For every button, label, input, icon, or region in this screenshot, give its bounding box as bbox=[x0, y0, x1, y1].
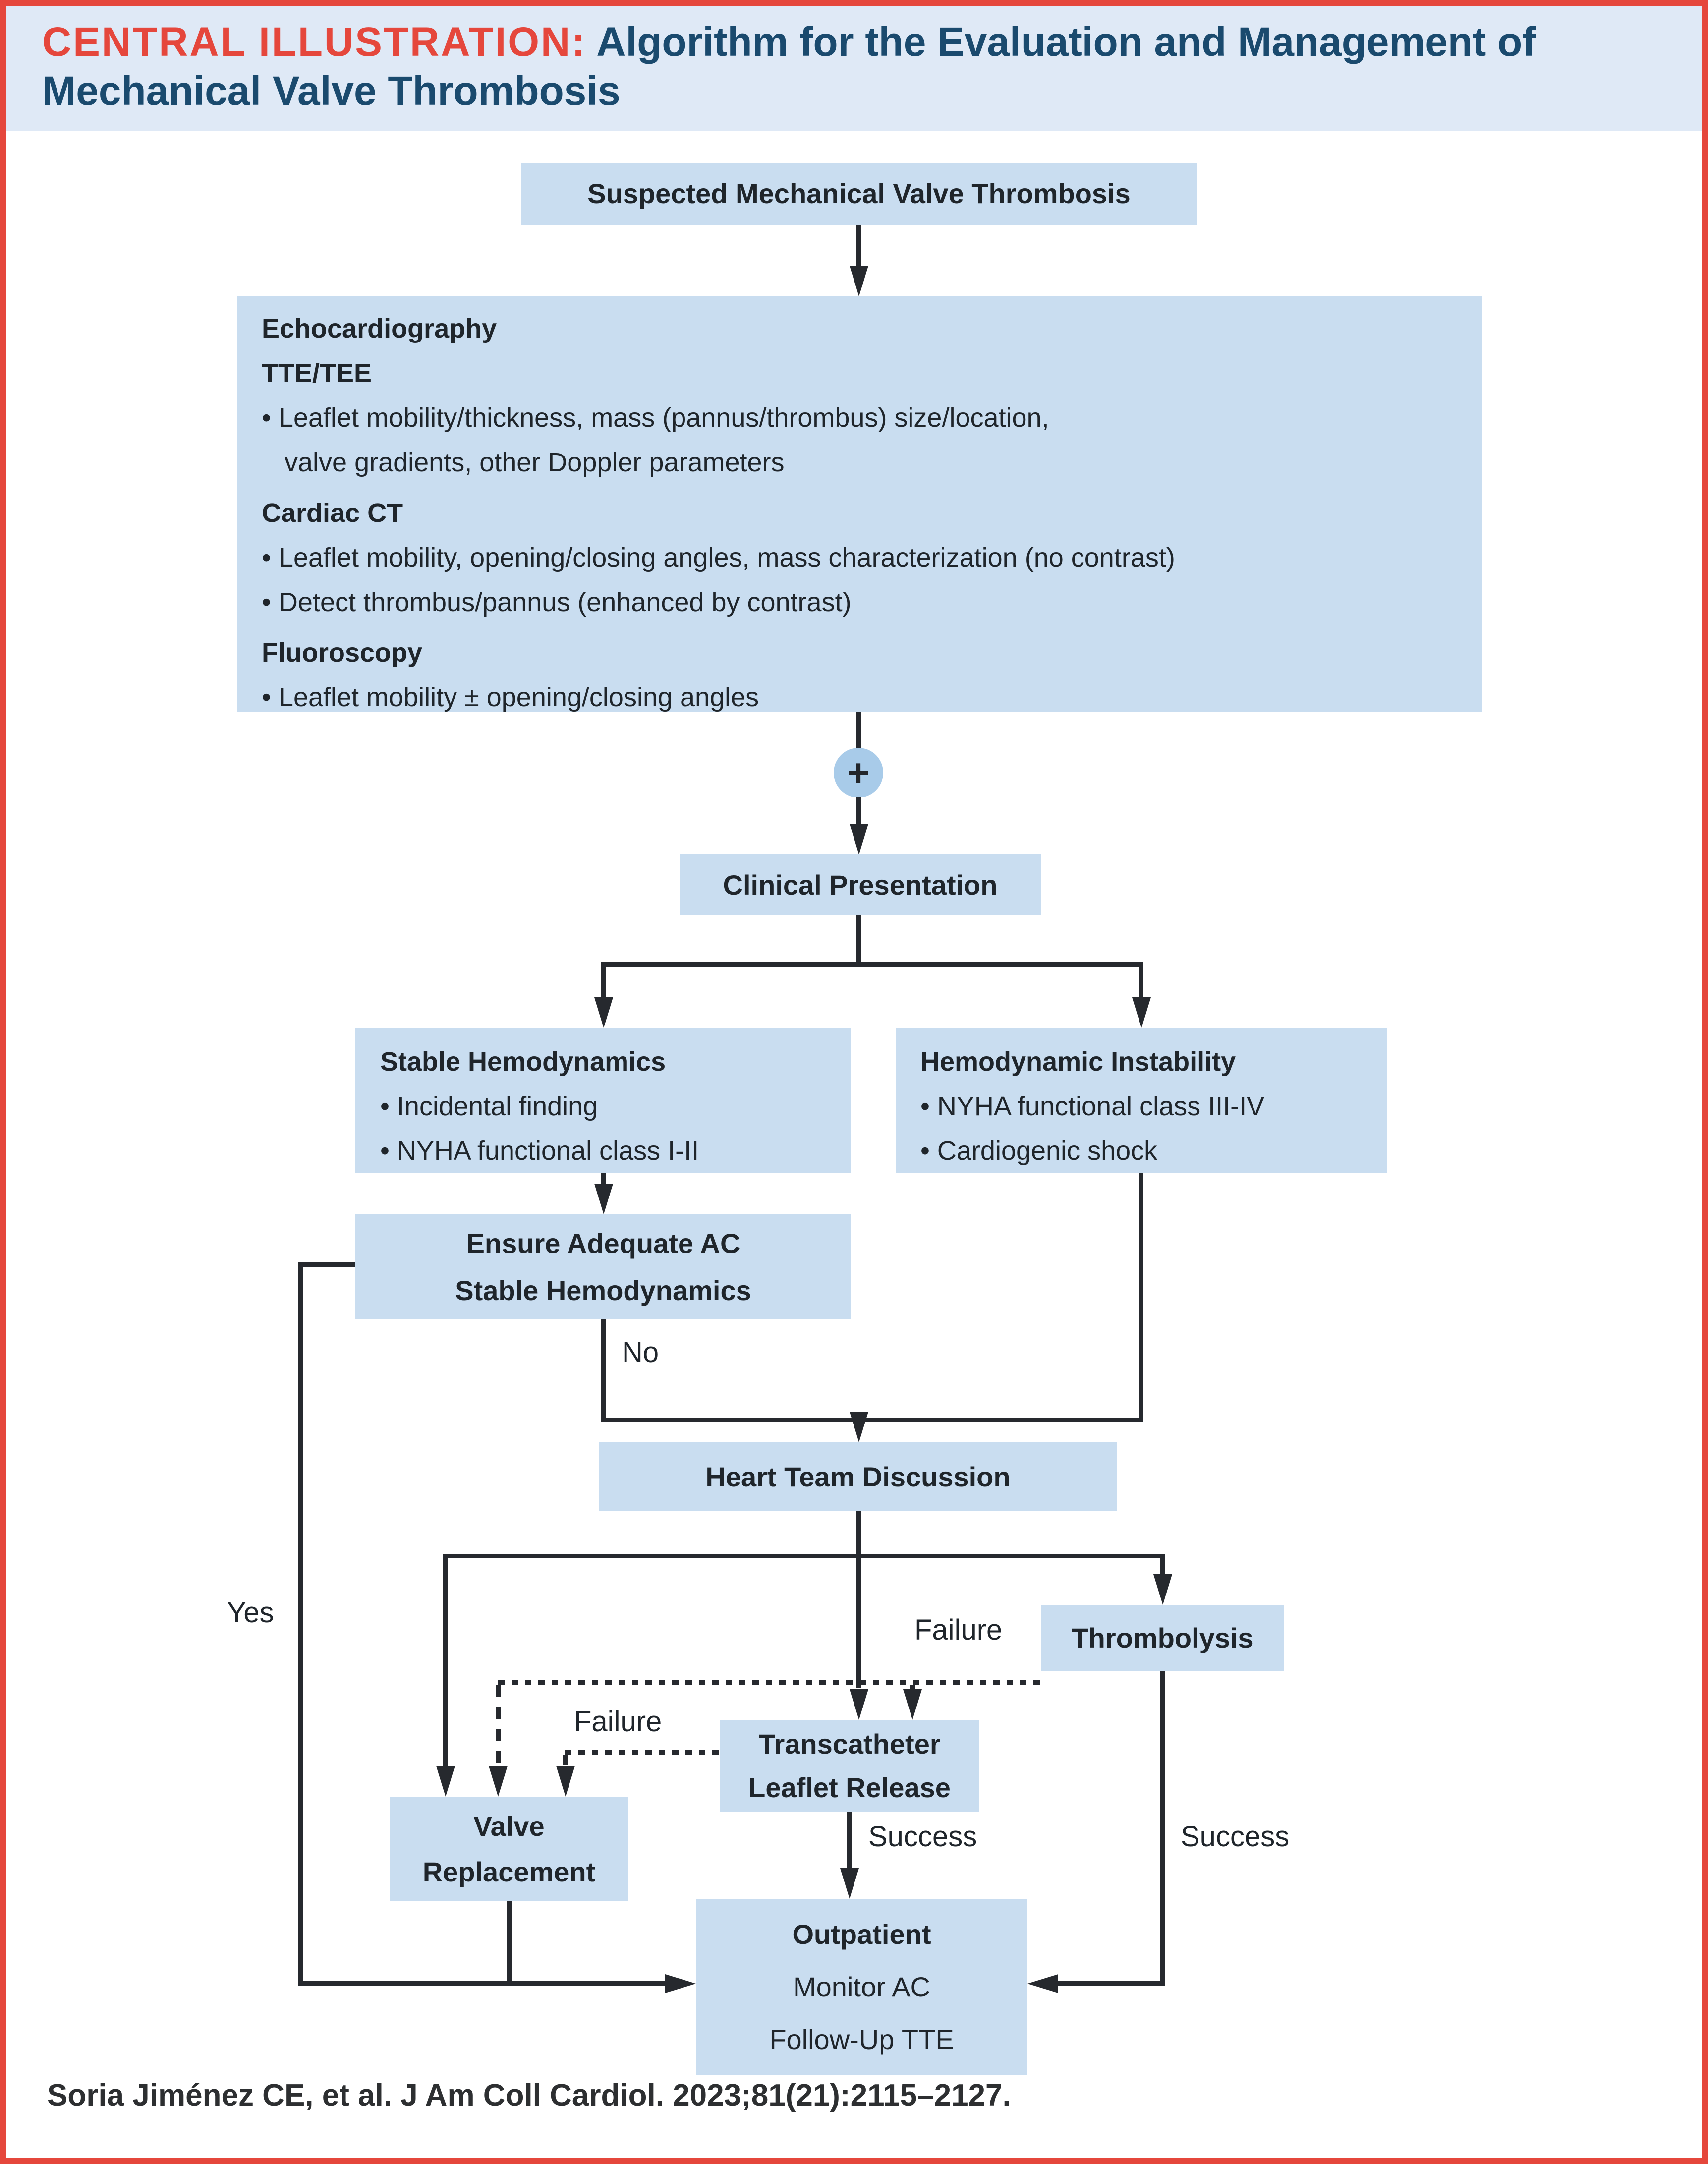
node-transcatheter-leaflet-release: Transcatheter Leaflet Release bbox=[720, 1720, 979, 1812]
connector-clinical-down bbox=[856, 915, 861, 967]
node-label: Clinical Presentation bbox=[723, 869, 998, 901]
arrowhead-dashed-into-valve-1 bbox=[489, 1766, 508, 1797]
node-line3: Follow-Up TTE bbox=[769, 2023, 954, 2055]
node-heart-team-discussion: Heart Team Discussion bbox=[599, 1442, 1117, 1511]
arrowhead-dashed-into-tlr bbox=[903, 1689, 922, 1720]
figure-header: CENTRAL ILLUSTRATION: Algorithm for the … bbox=[6, 6, 1702, 131]
connector-imaging-to-plus bbox=[856, 702, 861, 751]
node-valve-replacement: Valve Replacement bbox=[390, 1797, 628, 1901]
connector-thrombolysis-success-drop bbox=[1160, 1671, 1165, 1986]
edge-label-success-thrombolysis: Success bbox=[1181, 1821, 1290, 1853]
connector-to-tlr bbox=[856, 1554, 861, 1688]
edge-label-success-tlr: Success bbox=[868, 1821, 977, 1853]
imaging-bullet-ct-2: • Detect thrombus/pannus (enhanced by co… bbox=[262, 587, 852, 617]
connector-failure-drop-to-valve-2 bbox=[563, 1755, 568, 1765]
connector-yes-stub bbox=[298, 1262, 355, 1267]
connector-failure-drop-to-tlr bbox=[910, 1685, 915, 1692]
connector-thrombolysis-failure-dotted bbox=[498, 1680, 1041, 1685]
imaging-heading-cardiac-ct: Cardiac CT bbox=[262, 498, 403, 528]
connector-suspected-to-imaging bbox=[856, 225, 861, 272]
arrowhead-into-instability bbox=[1132, 997, 1151, 1028]
arrowhead-into-thrombolysis bbox=[1153, 1574, 1172, 1605]
node-line2: Stable Hemodynamics bbox=[455, 1275, 751, 1306]
connector-ensure-no-drop bbox=[601, 1319, 606, 1422]
node-title: Hemodynamic Instability bbox=[920, 1047, 1236, 1077]
node-label: Heart Team Discussion bbox=[705, 1461, 1011, 1492]
connector-tlr-success bbox=[847, 1812, 852, 1876]
imaging-heading-fluoroscopy: Fluoroscopy bbox=[262, 638, 423, 668]
connector-merge-horizontal bbox=[601, 1418, 1143, 1422]
imaging-heading-echocardiography: Echocardiography bbox=[262, 314, 497, 343]
node-bullet: • Cardiogenic shock bbox=[920, 1136, 1158, 1166]
connector-to-thrombolysis bbox=[1160, 1554, 1165, 1581]
imaging-heading-tte-tee: TTE/TEE bbox=[262, 358, 372, 388]
arrowhead-into-ensure bbox=[594, 1184, 613, 1214]
arrowhead-into-tlr bbox=[850, 1689, 868, 1720]
citation: Soria Jiménez CE, et al. J Am Coll Cardi… bbox=[47, 2078, 1011, 2112]
arrowhead-into-heart-team bbox=[850, 1412, 868, 1442]
central-illustration-label: CENTRAL ILLUSTRATION: bbox=[42, 19, 587, 64]
node-bullet: • Incidental finding bbox=[380, 1091, 598, 1121]
node-thrombolysis: Thrombolysis bbox=[1041, 1605, 1284, 1671]
arrowhead-into-outpatient-left bbox=[665, 1974, 696, 1993]
node-line1: Transcatheter bbox=[758, 1728, 941, 1760]
imaging-bullet-fluoroscopy: • Leaflet mobility ± opening/closing ang… bbox=[262, 683, 759, 712]
node-suspected-mechanical-valve-thrombosis: Suspected Mechanical Valve Thrombosis bbox=[521, 163, 1197, 225]
connector-heart-team-down bbox=[856, 1511, 861, 1558]
connector-plus-to-clinical bbox=[856, 797, 861, 832]
edge-label-failure-thrombolysis: Failure bbox=[914, 1614, 1003, 1646]
node-outpatient: Outpatient Monitor AC Follow-Up TTE bbox=[696, 1899, 1027, 2075]
connector-treatment-horizontal bbox=[443, 1554, 1165, 1558]
edge-label-failure-tlr: Failure bbox=[574, 1706, 662, 1738]
node-bullet: • NYHA functional class III-IV bbox=[920, 1091, 1265, 1121]
node-stable-hemodynamics: Stable Hemodynamics • Incidental finding… bbox=[355, 1028, 851, 1173]
imaging-bullet-tte-continued: valve gradients, other Doppler parameter… bbox=[285, 448, 785, 477]
arrowhead-into-clinical bbox=[850, 824, 868, 854]
connector-instability-drop bbox=[1139, 1173, 1143, 1422]
node-line2: Leaflet Release bbox=[748, 1771, 951, 1803]
node-title: Stable Hemodynamics bbox=[380, 1047, 666, 1077]
arrowhead-into-outpatient-top bbox=[840, 1868, 859, 1899]
arrowhead-into-imaging bbox=[850, 266, 868, 296]
node-line1: Ensure Adequate AC bbox=[466, 1228, 740, 1259]
arrowhead-into-outpatient-right bbox=[1027, 1974, 1058, 1993]
node-label: Suspected Mechanical Valve Thrombosis bbox=[587, 178, 1131, 209]
node-bullet: • NYHA functional class I-II bbox=[380, 1136, 699, 1166]
node-line2: Monitor AC bbox=[793, 1971, 930, 2002]
figure-title: CENTRAL ILLUSTRATION: Algorithm for the … bbox=[42, 17, 1584, 115]
connector-branch-right-drop bbox=[1139, 962, 1143, 1002]
imaging-bullet-tte: • Leaflet mobility/thickness, mass (pann… bbox=[262, 403, 1049, 433]
connector-thrombolysis-success-horizontal bbox=[1058, 1981, 1165, 1986]
arrowhead-dashed-into-valve-2 bbox=[556, 1766, 575, 1797]
arrowhead-into-valve-replacement bbox=[436, 1766, 455, 1797]
node-label: Thrombolysis bbox=[1071, 1622, 1253, 1653]
imaging-bullet-ct-1: • Leaflet mobility, opening/closing angl… bbox=[262, 543, 1175, 572]
figure-title-text: Algorithm for the Evaluation and Managem… bbox=[42, 19, 1536, 114]
connector-branch-left-drop bbox=[601, 962, 606, 1002]
connector-bottom-horizontal bbox=[298, 1981, 670, 1986]
connector-failure-drop-to-valve bbox=[496, 1685, 501, 1765]
node-line1: Outpatient bbox=[792, 1918, 931, 1950]
edge-label-yes: Yes bbox=[227, 1596, 274, 1629]
connector-branch-horizontal bbox=[601, 962, 1143, 967]
node-line2: Replacement bbox=[422, 1856, 596, 1887]
node-imaging-evaluation: Echocardiography TTE/TEE • Leaflet mobil… bbox=[237, 296, 1482, 712]
arrowhead-into-stable bbox=[594, 997, 613, 1028]
connector-tlr-failure-dotted bbox=[565, 1750, 720, 1755]
connector-yes-vertical bbox=[298, 1262, 303, 1986]
node-hemodynamic-instability: Hemodynamic Instability • NYHA functiona… bbox=[896, 1028, 1387, 1173]
plus-icon: + bbox=[834, 748, 883, 797]
node-line1: Valve bbox=[473, 1810, 545, 1842]
connector-stable-to-ensure bbox=[601, 1173, 606, 1193]
connector-valve-replacement-down bbox=[507, 1901, 512, 1986]
node-clinical-presentation: Clinical Presentation bbox=[680, 854, 1041, 915]
connector-to-valve-replacement bbox=[443, 1554, 448, 1768]
edge-label-no: No bbox=[622, 1336, 659, 1368]
node-ensure-adequate-ac: Ensure Adequate AC Stable Hemodynamics bbox=[355, 1214, 851, 1319]
